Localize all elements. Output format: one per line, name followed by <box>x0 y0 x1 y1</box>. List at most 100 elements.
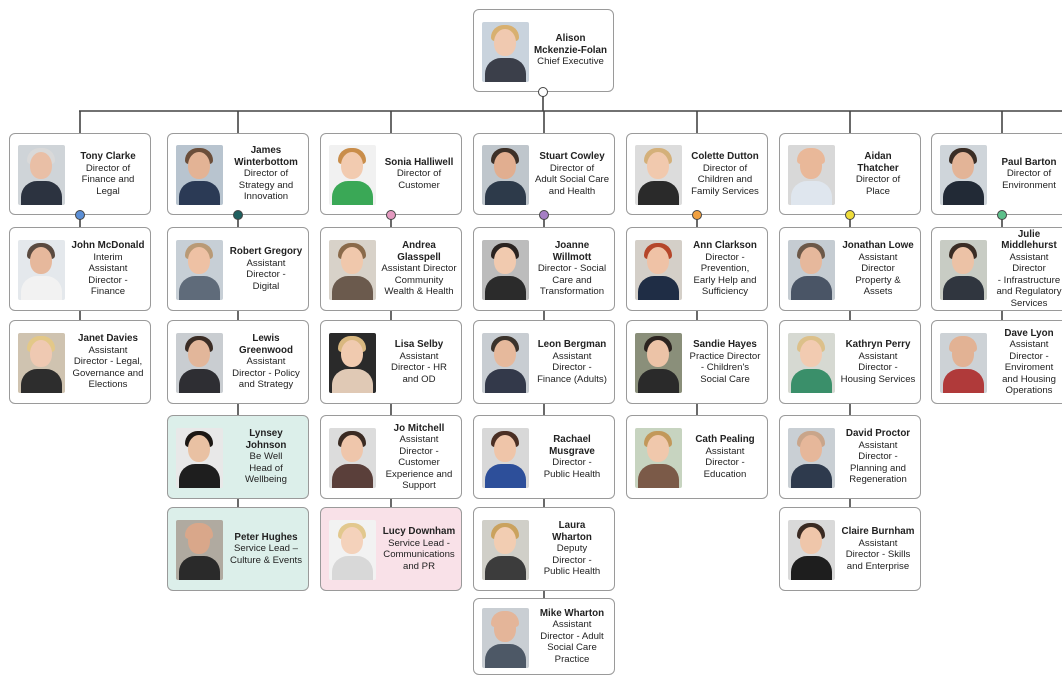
department-color-node <box>692 210 702 220</box>
person-name: Robert Gregory <box>229 246 303 257</box>
person-name: Ann Clarkson <box>693 240 757 252</box>
person-name: James Winterbottom <box>234 145 298 168</box>
portrait-photo <box>788 240 835 300</box>
department-color-node <box>233 210 243 220</box>
person-name: Laura Wharton <box>552 520 592 543</box>
portrait-photo <box>329 145 376 205</box>
person-name: Lewis Greenwood <box>239 333 293 356</box>
person-job-title: Assistant Director - Adult Social Care P… <box>540 619 604 665</box>
portrait-photo <box>635 428 682 488</box>
person-name: John McDonald <box>71 240 145 252</box>
person-name: Rachael Musgrave <box>549 434 595 457</box>
person-name: Lucy Downham <box>382 526 456 537</box>
person-job-title: Be Well Head of Wellbeing <box>245 451 287 486</box>
person-job-title: Assistant Director Property & Assets <box>855 251 901 298</box>
portrait-photo <box>940 240 987 300</box>
portrait-photo <box>482 240 529 300</box>
person-job-title: Assistant Director - Digital <box>246 257 286 292</box>
person-job-title: Assistant Director - Policy and Strategy <box>232 356 300 391</box>
person-name: David Proctor <box>845 428 911 440</box>
person-job-title: Director of Adult Social Care and Health <box>534 162 610 197</box>
person-job-title: Assistant Director - Customer Experience… <box>385 434 453 491</box>
portrait-photo <box>940 333 987 393</box>
portrait-photo <box>482 428 529 488</box>
person-name: Claire Burnham <box>841 526 915 537</box>
person-job-title: Director - Public Health <box>543 457 601 480</box>
person-name: Leon Bergman <box>537 339 607 350</box>
person-job-title: Assistant Director - Legal, Governance a… <box>72 344 144 391</box>
portrait-photo <box>176 333 223 393</box>
portrait-photo <box>176 145 223 205</box>
person-job-title: Service Lead – Culture & Events <box>230 543 302 566</box>
portrait-photo <box>329 333 376 393</box>
person-name: Alison Mckenzie-Folan <box>534 33 607 56</box>
person-job-title: Director - Social Care and Transformatio… <box>537 263 607 298</box>
person-job-title: Assistant Director - Housing Services <box>840 350 916 385</box>
portrait-photo <box>482 520 529 580</box>
portrait-photo <box>788 428 835 488</box>
person-job-title: Practice Director - Children's Social Ca… <box>689 350 761 385</box>
portrait-photo <box>635 145 682 205</box>
person-job-title: Assistant Director - Education <box>703 445 747 480</box>
person-job-title: Assistant Director - Skills and Enterpri… <box>845 537 911 572</box>
person-name: Colette Dutton <box>691 151 759 162</box>
department-color-node <box>845 210 855 220</box>
portrait-photo <box>176 240 223 300</box>
person-name: Dave Lyon <box>1004 327 1054 339</box>
person-job-title: Service Lead - Communications and PR <box>383 537 455 572</box>
person-name: Jonathan Lowe <box>842 240 914 252</box>
person-name: Julie Middlehurst <box>1001 228 1057 252</box>
portrait-photo <box>329 520 376 580</box>
portrait-photo <box>176 428 223 488</box>
person-job-title: Assistant Director - Infrastructure and … <box>996 251 1062 309</box>
portrait-photo <box>788 333 835 393</box>
department-color-node <box>539 210 549 220</box>
portrait-photo <box>329 240 376 300</box>
person-name: Peter Hughes <box>234 531 298 543</box>
person-name: Stuart Cowley <box>539 151 605 162</box>
portrait-photo <box>482 145 529 205</box>
person-job-title: Assistant Director - HR and OD <box>391 350 447 385</box>
person-name: Andrea Glasspell <box>397 240 441 263</box>
person-name: Cath Pealing <box>695 434 755 445</box>
portrait-photo <box>482 608 529 668</box>
person-job-title: Interim Assistant Director - Finance <box>88 251 128 298</box>
person-job-title: Director of Children and Family Services <box>691 162 759 197</box>
person-name: Janet Davies <box>78 333 138 345</box>
